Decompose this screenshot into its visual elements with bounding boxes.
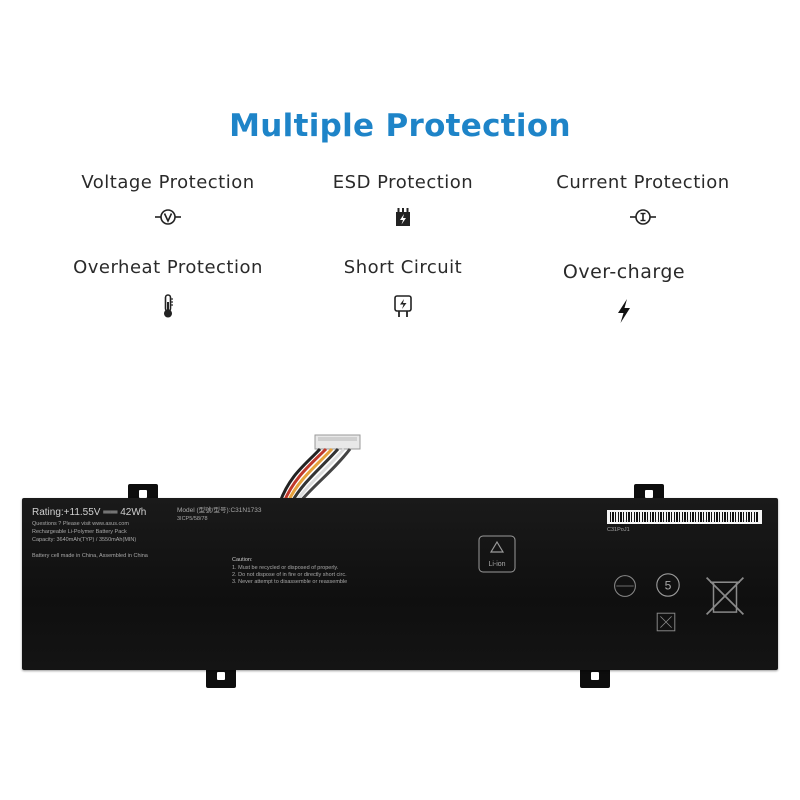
certification-mark-icon (614, 575, 636, 597)
recycle-li-ion-logo: Li-ion (478, 535, 516, 573)
feature-esd: ESD Protection (283, 172, 523, 231)
feature-over-charge: Over-charge (504, 261, 744, 325)
feature-label: Overheat Protection (73, 257, 263, 278)
esd-chip-icon (396, 208, 410, 226)
feature-short-circuit: Short Circuit (283, 257, 523, 320)
li-ion-text: Li-ion (488, 561, 505, 568)
battery-model: Model (型號/型号):C31N1733 (177, 507, 262, 514)
barcode-label (607, 510, 762, 524)
current-icon (630, 209, 656, 225)
battery-cells: 3ICP5/58/78 (177, 516, 208, 522)
feature-current: Current Protection (523, 172, 763, 231)
battery-body: Rating:+11.55V ══ 42Wh Questions ? Pleas… (22, 498, 778, 670)
connector-wires (278, 434, 361, 503)
recycle-5-icon: 5 (656, 573, 680, 597)
mounting-tab (580, 666, 610, 688)
page-title: Multiple Protection (229, 108, 571, 144)
caution-line: 3. Never attempt to disassemble or reass… (232, 579, 348, 585)
part-number: C31PoJ1 (607, 527, 630, 533)
plug-icon (394, 295, 412, 317)
caution-line: 1. Must be recycled or disposed of prope… (232, 565, 339, 571)
feature-label: Current Protection (556, 172, 730, 193)
feature-label: ESD Protection (332, 172, 474, 193)
feature-voltage: Voltage Protection (48, 172, 288, 231)
thermometer-icon (164, 294, 173, 318)
battery-caution: Caution: (232, 557, 253, 563)
feature-overheat: Overheat Protection (48, 257, 288, 320)
battery-capacity: Capacity: 3640mAh(TYP) / 3550mAh(MIN) (32, 537, 137, 543)
battery-cell-origin: Battery cell made in China, Assembled in… (32, 553, 148, 559)
svg-text:5: 5 (665, 579, 672, 593)
battery-questions: Questions ? Please visit www.asus.com (32, 521, 129, 527)
feature-label: Voltage Protection (81, 172, 255, 193)
battery-rating: Rating:+11.55V ══ 42Wh (32, 507, 147, 518)
battery-photo: Rating:+11.55V ══ 42Wh Questions ? Pleas… (0, 430, 800, 710)
weee-bin-icon (705, 576, 745, 616)
lightning-icon (618, 299, 630, 323)
barcode (610, 512, 759, 522)
voltage-icon (155, 209, 181, 225)
caution-line: 2. Do not dispose of in fire or directly… (232, 572, 347, 578)
feature-label: Over-charge (562, 261, 686, 283)
battery-pack: Rechargeable Li-Polymer Battery Pack (32, 529, 127, 535)
feature-label: Short Circuit (343, 257, 463, 278)
mounting-tab (206, 666, 236, 688)
safety-mark-icon (656, 612, 676, 632)
